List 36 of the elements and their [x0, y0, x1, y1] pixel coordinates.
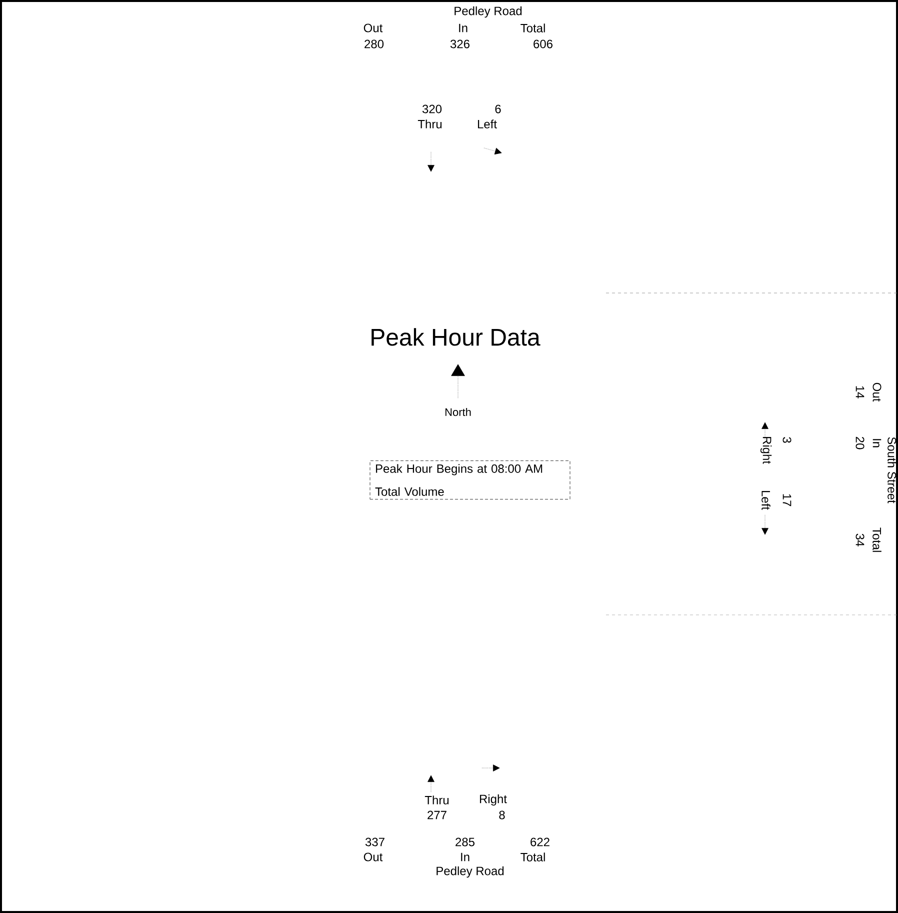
movement-label: In: [459, 24, 468, 32]
movement-label: 320: [422, 104, 442, 114]
movement-label: 20: [856, 436, 864, 450]
movement-label: 280: [364, 40, 384, 48]
movement-label: Thru: [424, 796, 449, 804]
movement-label: Thru: [418, 120, 442, 128]
movement-label: Total: [520, 852, 545, 862]
movement-label: 622: [530, 838, 550, 846]
movement-label: 606: [534, 40, 552, 48]
road-name: Pedley Road: [436, 866, 504, 878]
movement-label: Left: [762, 490, 770, 510]
movement-label: Total: [520, 24, 545, 32]
movement-label: 6: [495, 104, 501, 114]
movement-label: 14: [856, 386, 864, 398]
movement-label: 337: [365, 838, 384, 846]
road-name: Pedley Road: [454, 6, 522, 18]
movement-label: 277: [428, 810, 446, 820]
movement-label: Out: [364, 24, 383, 32]
movement-label: North: [445, 408, 471, 416]
movement-label: 285: [456, 838, 474, 846]
movement-label: In: [461, 852, 470, 862]
movement-label: Total: [872, 528, 882, 552]
road-name: South Street: [888, 437, 896, 504]
movement-label: In: [872, 439, 882, 448]
movement-label: Out: [872, 382, 882, 402]
movement-label: 8: [499, 810, 505, 820]
movement-label: 17: [782, 494, 792, 506]
movement-label: 326: [450, 40, 470, 48]
movement-label: Right: [480, 794, 507, 806]
info-box: Peak Hour Begins at 08:00 AM Total Volume: [370, 460, 570, 500]
movement-label: 3: [782, 437, 792, 443]
movement-label: 34: [856, 534, 864, 546]
movement-label: Left: [478, 120, 497, 128]
movement-label: Right: [760, 436, 772, 464]
movement-label: Out: [364, 852, 383, 862]
title: Peak Hour Data: [372, 328, 540, 346]
